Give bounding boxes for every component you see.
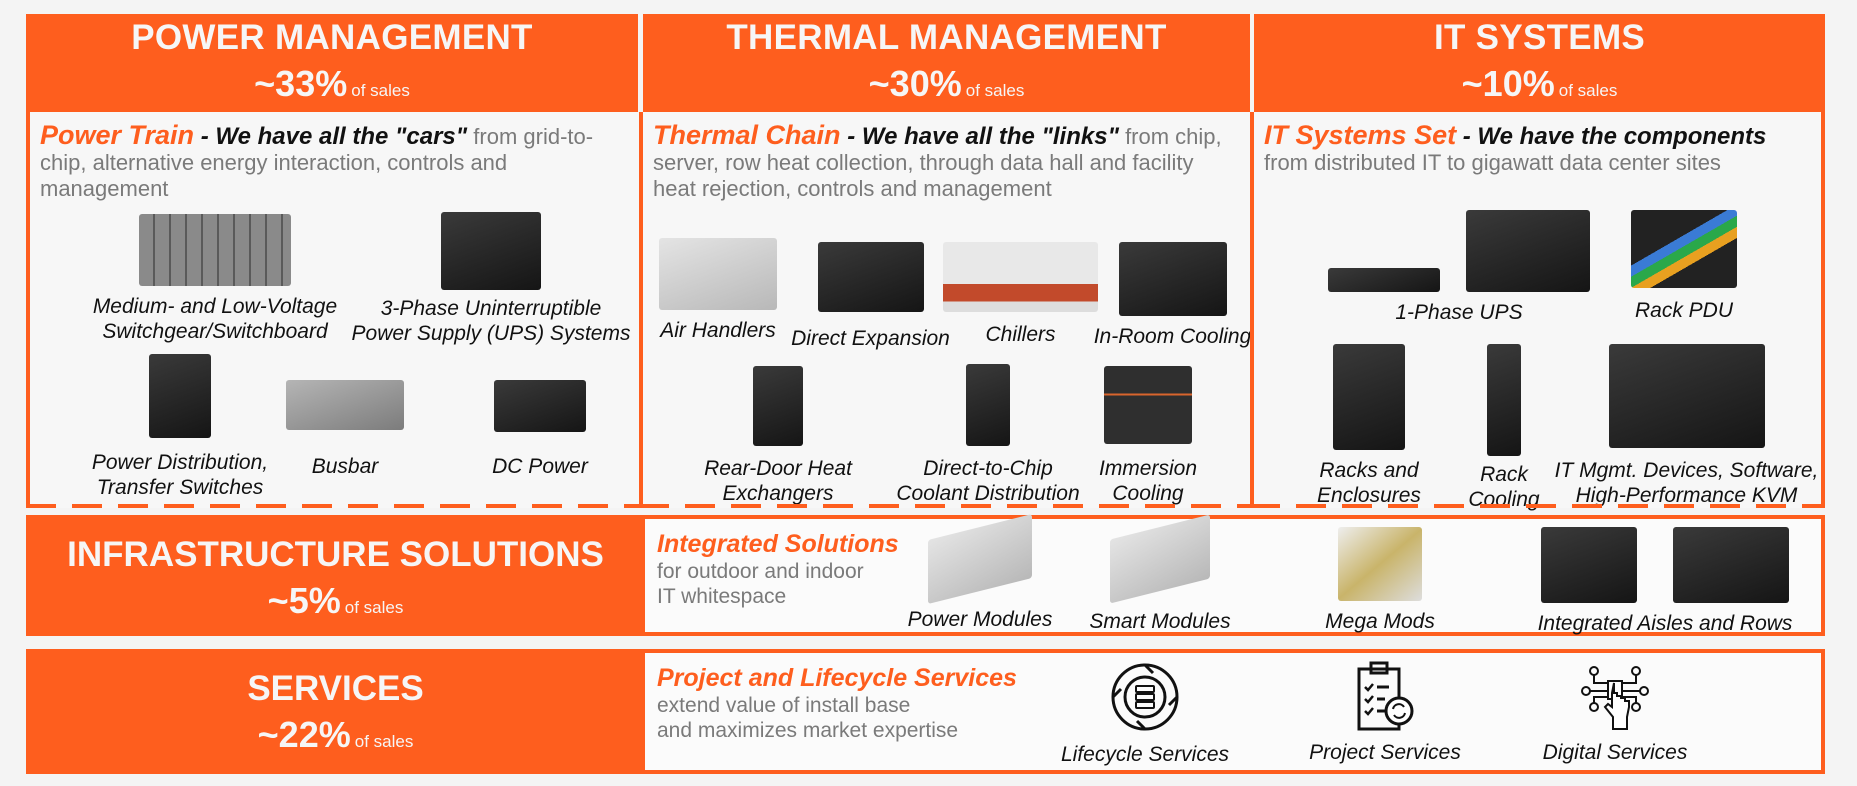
product-dc-power: DC Power (470, 380, 610, 479)
product-rear-door-heat-exchangers: Rear-Door Heat Exchangers (693, 366, 863, 506)
mega-mod-image (1338, 527, 1422, 601)
product-it-management-kvm: IT Mgmt. Devices, Software, High-Perform… (1549, 344, 1824, 508)
integrated-row-image (1673, 527, 1789, 603)
project-lifecycle-intro: Project and Lifecycle Services extend va… (657, 664, 1017, 742)
lifecycle-cycle-icon (1111, 663, 1179, 731)
power-module-image (928, 514, 1032, 604)
dashed-divider (1250, 504, 1825, 508)
direct-expansion-image (817, 242, 924, 312)
product-smart-modules: Smart Modules (1080, 514, 1240, 634)
product-1-phase-ups: 1-Phase UPS (1314, 210, 1604, 325)
product-3-phase-ups: 3-Phase Uninterruptible Power Supply (UP… (346, 212, 636, 346)
services-label: SERVICES ~22%of sales (26, 649, 645, 774)
rack-ups-image (1328, 268, 1440, 292)
integrated-solutions-intro: Integrated Solutions for outdoor and ind… (657, 530, 899, 608)
segment-share: ~30%of sales (868, 63, 1025, 104)
product-rack-cooling: Rack Cooling (1454, 344, 1554, 512)
panel-intro: Power Train - We have all the "cars" fro… (40, 120, 594, 202)
rack-cooling-image (1487, 344, 1521, 456)
segment-title: THERMAL MANAGEMENT (726, 18, 1167, 57)
segment-title: POWER MANAGEMENT (131, 18, 533, 57)
in-room-cooling-image (1118, 242, 1227, 316)
power-distribution-image (149, 354, 211, 438)
segment-share: ~33%of sales (254, 63, 410, 104)
product-racks-enclosures: Racks and Enclosures (1294, 344, 1444, 508)
product-direct-expansion: Direct Expansion (788, 242, 953, 351)
ups-cabinet-image (441, 212, 541, 290)
segment-share: ~22%of sales (257, 714, 414, 755)
panel-intro: Thermal Chain - We have all the "links" … (653, 120, 1222, 202)
header-thermal-management: THERMAL MANAGEMENT ~30%of sales (643, 14, 1250, 112)
dc-power-image (494, 380, 586, 432)
product-mega-mods: Mega Mods (1305, 527, 1455, 634)
tower-ups-image (1466, 210, 1590, 292)
product-air-handlers: Air Handlers (653, 238, 783, 343)
aisles-images (1515, 527, 1815, 603)
services-content: Project and Lifecycle Services extend va… (645, 649, 1825, 774)
panel-thermal-management: Thermal Chain - We have all the "links" … (639, 112, 1254, 508)
service-project: Project Services (1295, 659, 1475, 765)
service-digital: Digital Services (1525, 663, 1705, 765)
ups-images (1314, 210, 1604, 292)
product-busbar: Busbar (280, 380, 410, 479)
cdu-image (966, 364, 1010, 446)
air-handler-image (659, 238, 777, 310)
switchgear-image (139, 214, 291, 286)
digital-touch-network-icon (1581, 666, 1649, 730)
kvm-devices-image (1608, 344, 1765, 448)
rack-pdu-image (1631, 210, 1737, 288)
segment-share: ~10%of sales (1461, 63, 1618, 104)
segment-title: SERVICES (247, 669, 424, 708)
immersion-image (1104, 366, 1192, 444)
product-integrated-aisles-rows: Integrated Aisles and Rows (1515, 527, 1815, 636)
product-switchgear: Medium- and Low-Voltage Switchgear/Switc… (70, 214, 360, 344)
product-in-room-cooling: In-Room Cooling (1090, 242, 1255, 349)
smart-module-image (1110, 514, 1210, 604)
segment-title: IT SYSTEMS (1433, 18, 1646, 57)
infrastructure-solutions-label: INFRASTRUCTURE SOLUTIONS ~5%of sales (26, 515, 645, 636)
dashed-divider (26, 504, 643, 508)
infrastructure-solutions-content: Integrated Solutions for outdoor and ind… (645, 514, 1825, 636)
chiller-image (943, 242, 1098, 312)
segment-share: ~5%of sales (267, 580, 404, 621)
integrated-aisle-image (1541, 527, 1637, 603)
header-it-systems: IT SYSTEMS ~10%of sales (1254, 14, 1825, 112)
header-power-management: POWER MANAGEMENT ~33%of sales (26, 14, 638, 112)
segment-title: INFRASTRUCTURE SOLUTIONS (67, 535, 604, 574)
product-chillers: Chillers (933, 242, 1108, 347)
busbar-image (286, 380, 404, 430)
product-power-distribution: Power Distribution, Transfer Switches (70, 354, 290, 500)
product-immersion-cooling: Immersion Cooling (1083, 366, 1213, 506)
product-rack-pdu: Rack PDU (1599, 210, 1769, 323)
racks-image (1333, 344, 1405, 450)
dashed-divider (639, 504, 1254, 508)
rear-door-image (753, 366, 803, 446)
product-power-modules: Power Modules (900, 514, 1060, 632)
clipboard-checklist-icon (1357, 661, 1414, 731)
service-lifecycle: Lifecycle Services (1050, 661, 1240, 767)
panel-power-management: Power Train - We have all the "cars" fro… (26, 112, 643, 508)
product-direct-to-chip-cdu: Direct-to-Chip Coolant Distribution (883, 364, 1093, 506)
